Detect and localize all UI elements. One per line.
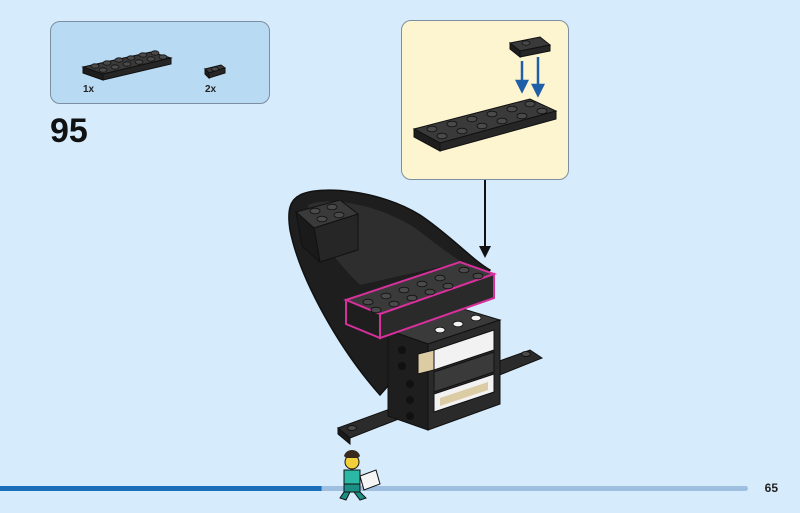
- black-plate-1x2-icon: [204, 64, 227, 80]
- callout-arrow-icon: [479, 180, 491, 258]
- parts-list-box: 1x 2x: [50, 21, 270, 104]
- attach-arrow-icon: [514, 57, 546, 98]
- black-plate-2x6-icon: [412, 98, 558, 152]
- part-quantity-1: 1x: [83, 84, 95, 95]
- progress-bar: [0, 486, 748, 491]
- black-plate-1x2-icon: [508, 36, 552, 59]
- callout-art: [412, 36, 558, 152]
- minifigure-icon: [339, 450, 381, 501]
- engine-block: [386, 307, 502, 431]
- step-number: 95: [50, 112, 88, 150]
- sub-assembly-callout: [401, 20, 569, 180]
- black-plate-2x6-icon: [81, 50, 173, 81]
- new-plate-highlight: [343, 260, 498, 340]
- part-quantity-2: 2x: [205, 84, 217, 95]
- page-number: 65: [764, 481, 778, 495]
- parts-list-art: [81, 50, 227, 81]
